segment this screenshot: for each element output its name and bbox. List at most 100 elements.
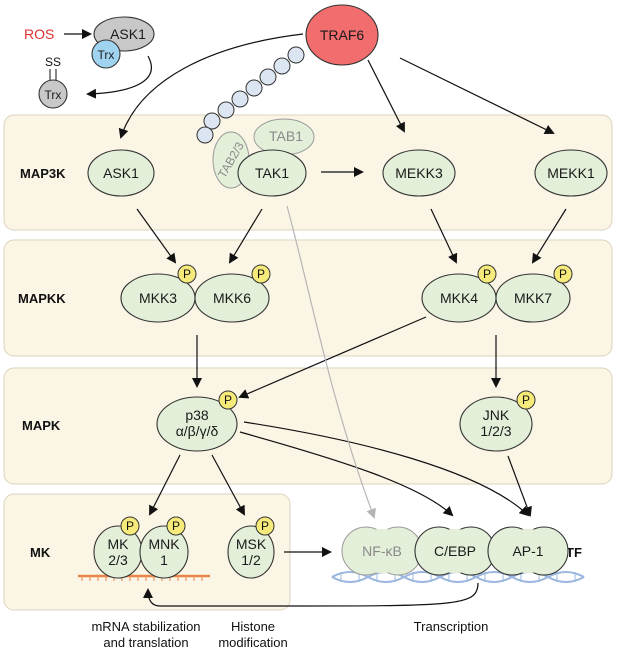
- msk12-node: [227, 525, 275, 579]
- p38-node: [156, 396, 238, 452]
- mkk3-phospho-label: P: [183, 267, 191, 281]
- mkk7-phospho-badge: [553, 264, 573, 284]
- mapkk-tier-label: MAPKK: [18, 291, 66, 306]
- mkk6-node: [194, 273, 270, 323]
- msk12-label-line1: MSK: [236, 536, 267, 552]
- mnk1-node: [139, 525, 189, 579]
- ask1-to-mkk3-arrow: [136, 208, 177, 264]
- msk12-label-line2: 1/2: [241, 552, 261, 568]
- transcription-feedback-arrow: [143, 582, 479, 607]
- ubiquitin-bead: [196, 126, 214, 144]
- ubiquitin-bead: [287, 46, 305, 64]
- msk12-phospho-badge: [255, 516, 275, 536]
- tak1-to-nfkb-arrow: [286, 205, 376, 519]
- mkk7-node: [495, 273, 571, 323]
- tak1-label: TAK1: [255, 165, 289, 181]
- nfkb-label: NF-κB: [362, 543, 402, 559]
- traf6-to-mekk1-arrow: [399, 57, 555, 134]
- tab1-label: TAB1: [269, 128, 303, 144]
- mnk1-label-line2: 1: [160, 552, 168, 568]
- mekk1-to-mkk7-arrow: [531, 208, 567, 264]
- p38-to-mk-arrow: [149, 454, 181, 516]
- mkk3-phospho-badge: [177, 264, 197, 284]
- ask1-node: [87, 149, 155, 197]
- mkk6-phospho-badge: [251, 264, 271, 284]
- mkk4-phospho-badge: [477, 264, 497, 284]
- ask1-label: ASK1: [103, 165, 139, 181]
- p38-phospho-label: P: [224, 393, 232, 407]
- mapkk-tier-panel: [3, 239, 613, 357]
- ap1-fill: [498, 529, 558, 573]
- p38-phospho-badge: [218, 390, 238, 410]
- mkk3-label: MKK3: [139, 290, 177, 306]
- cebp-fill: [425, 529, 485, 573]
- mekk3-node: [382, 149, 456, 197]
- mnk1-phospho-badge: [166, 516, 186, 536]
- p38-label-line2: α/β/γ/δ: [176, 423, 219, 439]
- cebp-dimer: [414, 526, 496, 576]
- mkk7-phospho-label: P: [559, 267, 567, 281]
- jnk-label-line1: JNK: [483, 407, 510, 423]
- mekk1-label: MEKK1: [547, 165, 595, 181]
- map3k-tier-panel: [3, 114, 613, 231]
- tf-tier-label: TF: [566, 545, 582, 560]
- mkk6-phospho-label: P: [257, 267, 265, 281]
- trx-oxidized-label: Trx: [45, 88, 62, 102]
- trx-bound-node: [91, 39, 121, 69]
- mk23-label-line2: 2/3: [108, 552, 128, 568]
- msk12-phospho-label: P: [261, 519, 269, 533]
- ask1-upstream-label: ASK1: [110, 26, 146, 42]
- mkk4-phospho-label: P: [483, 267, 491, 281]
- mekk3-label: MEKK3: [395, 165, 443, 181]
- dna-base-pairs: [340, 572, 576, 582]
- mnk1-label-line1: MNK: [148, 536, 180, 552]
- ubiquitin-chain: [196, 46, 305, 144]
- tak1-node: [237, 149, 307, 197]
- trx-oxidized-node: [38, 79, 68, 109]
- mk23-phospho-badge: [120, 516, 140, 536]
- p38-to-msk-arrow: [211, 454, 245, 516]
- mnk1-phospho-label: P: [172, 519, 180, 533]
- jnk-label-line2: 1/2/3: [480, 423, 511, 439]
- histone-caption-line1: Histone: [231, 619, 275, 634]
- ubiquitin-bead: [245, 79, 263, 97]
- trx-bound-label: Trx: [98, 48, 115, 62]
- cebp-label: C/EBP: [434, 543, 476, 559]
- ap1-dimer: [487, 526, 569, 576]
- mkk4-to-p38-arrow: [238, 316, 427, 399]
- p38-to-ap1-arrow: [243, 421, 530, 517]
- mapk-tier-label: MAPK: [22, 418, 61, 433]
- ss-label: SS: [45, 55, 61, 69]
- mkk7-label: MKK7: [514, 290, 552, 306]
- mk23-label-line1: MK: [108, 536, 130, 552]
- transcription-caption: Transcription: [414, 619, 489, 634]
- map3k-tier-label: MAP3K: [20, 166, 66, 181]
- traf6-to-ask1-arrow: [118, 33, 304, 139]
- mk-tier-label: MK: [30, 545, 51, 560]
- tak1-to-mkk6-arrow: [228, 208, 263, 264]
- mkk4-label: MKK4: [440, 290, 478, 306]
- jnk-phospho-label: P: [522, 393, 530, 407]
- ap1-label: AP-1: [512, 543, 543, 559]
- traf6-node: [305, 4, 379, 66]
- trx-release-arrow: [86, 55, 152, 99]
- mekk3-to-mkk4-arrow: [430, 208, 458, 264]
- nfkb-dimer: [341, 526, 423, 576]
- jnk-phospho-badge: [516, 390, 536, 410]
- traf6-label: TRAF6: [320, 27, 365, 43]
- ubiquitin-bead: [231, 90, 249, 108]
- mekk1-node: [534, 149, 608, 197]
- ubiquitin-bead: [203, 112, 221, 130]
- mrna-caption-line1: mRNA stabilization: [91, 619, 200, 634]
- mrna-caption-line2: and translation: [103, 635, 188, 650]
- nfkb-fill: [352, 529, 412, 573]
- mk23-phospho-label: P: [126, 519, 134, 533]
- mkk6-label: MKK6: [213, 290, 251, 306]
- traf6-to-mekk3-arrow: [367, 59, 405, 133]
- ubiquitin-bead: [273, 57, 291, 75]
- ubiquitin-bead: [259, 68, 277, 86]
- jnk-to-ap1-arrow: [507, 455, 532, 517]
- p38-label-line1: p38: [185, 407, 209, 423]
- jnk-node: [459, 396, 533, 452]
